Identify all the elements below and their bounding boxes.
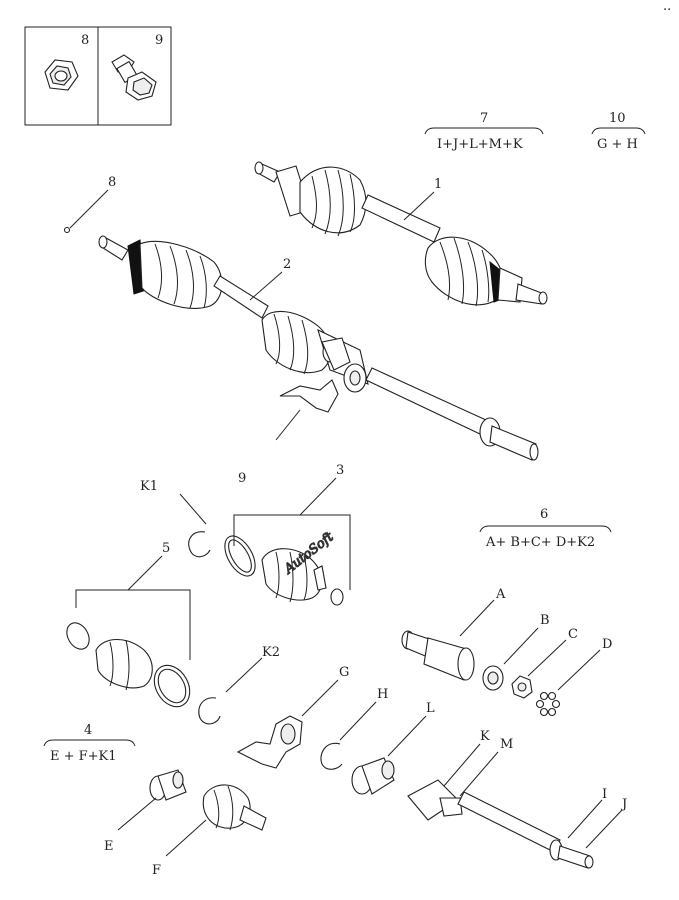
callout-8: 8	[108, 175, 116, 190]
callout-1: 1	[434, 177, 442, 192]
part-c-inner-race	[511, 675, 533, 699]
part-g-bracket	[236, 715, 303, 769]
part-e-tripod	[149, 769, 187, 801]
kit-5-boot-set	[66, 622, 191, 708]
part-a-housing	[401, 630, 475, 681]
callout-i: I	[602, 787, 607, 802]
kit-4-formula: E + F+K1	[50, 749, 117, 764]
drive-shaft-2	[98, 235, 539, 461]
part-h-clip	[320, 742, 343, 770]
kit-6-formula: A+ B+C+ D+K2	[485, 535, 595, 550]
callout-k2: K2	[262, 645, 280, 660]
callout-9: 9	[238, 471, 246, 486]
nut-icon	[44, 59, 79, 91]
kit-3-bracket	[233, 514, 351, 590]
part-k-inner-shaft	[407, 779, 594, 869]
kit-7-header: 7 I+J+L+M+K	[424, 111, 544, 152]
callout-3: 3	[336, 463, 344, 478]
kit-10-header: 10 G + H	[591, 111, 646, 152]
callout-c: C	[568, 627, 578, 642]
part-8-marker	[63, 226, 71, 234]
kit-7-number: 7	[480, 111, 488, 126]
part-l-tripod	[351, 757, 395, 795]
part-d-balls	[535, 691, 561, 717]
k1-circlip	[188, 531, 211, 558]
callout-f: F	[152, 863, 161, 878]
leader-lines	[69, 189, 623, 857]
inset-label-9: 9	[155, 33, 163, 48]
callout-k: K	[480, 729, 490, 744]
kit-7-formula: I+J+L+M+K	[437, 137, 523, 152]
callout-2: 2	[283, 257, 291, 272]
corner-mark: ..	[663, 0, 671, 14]
callout-5: 5	[162, 541, 170, 556]
inset-label-8: 8	[81, 33, 89, 48]
kit-6-header: 6 A+ B+C+ D+K2	[479, 507, 612, 550]
part-b-cage	[482, 665, 504, 691]
callout-a: A	[495, 587, 506, 602]
kit-5-bracket	[75, 589, 191, 660]
kit-10-formula: G + H	[597, 137, 638, 152]
drive-shaft-1	[254, 161, 548, 307]
callout-b: B	[540, 613, 550, 628]
part-f-outer-joint	[202, 784, 267, 831]
k2-circlip	[198, 697, 221, 725]
callout-e: E	[104, 839, 114, 854]
callout-h: H	[377, 687, 388, 702]
kit-4-header: 4 E + F+K1	[43, 723, 136, 764]
callout-m: M	[500, 737, 513, 752]
kit-6-number: 6	[540, 507, 548, 522]
callout-j: J	[620, 797, 627, 812]
callout-k1: K1	[140, 479, 158, 494]
callout-l: L	[426, 701, 435, 716]
callout-g: G	[339, 665, 349, 680]
inset-box: 8 9	[24, 26, 172, 126]
kit-3-boot-set	[224, 535, 344, 606]
callout-labels: 1 2 8 9 3 5 K1 K2 A B C D G H L K M I J …	[63, 175, 627, 878]
callout-d: D	[602, 637, 612, 652]
kit-4-number: 4	[84, 723, 92, 738]
bolt-icon	[111, 54, 157, 101]
kit-10-number: 10	[609, 111, 626, 126]
